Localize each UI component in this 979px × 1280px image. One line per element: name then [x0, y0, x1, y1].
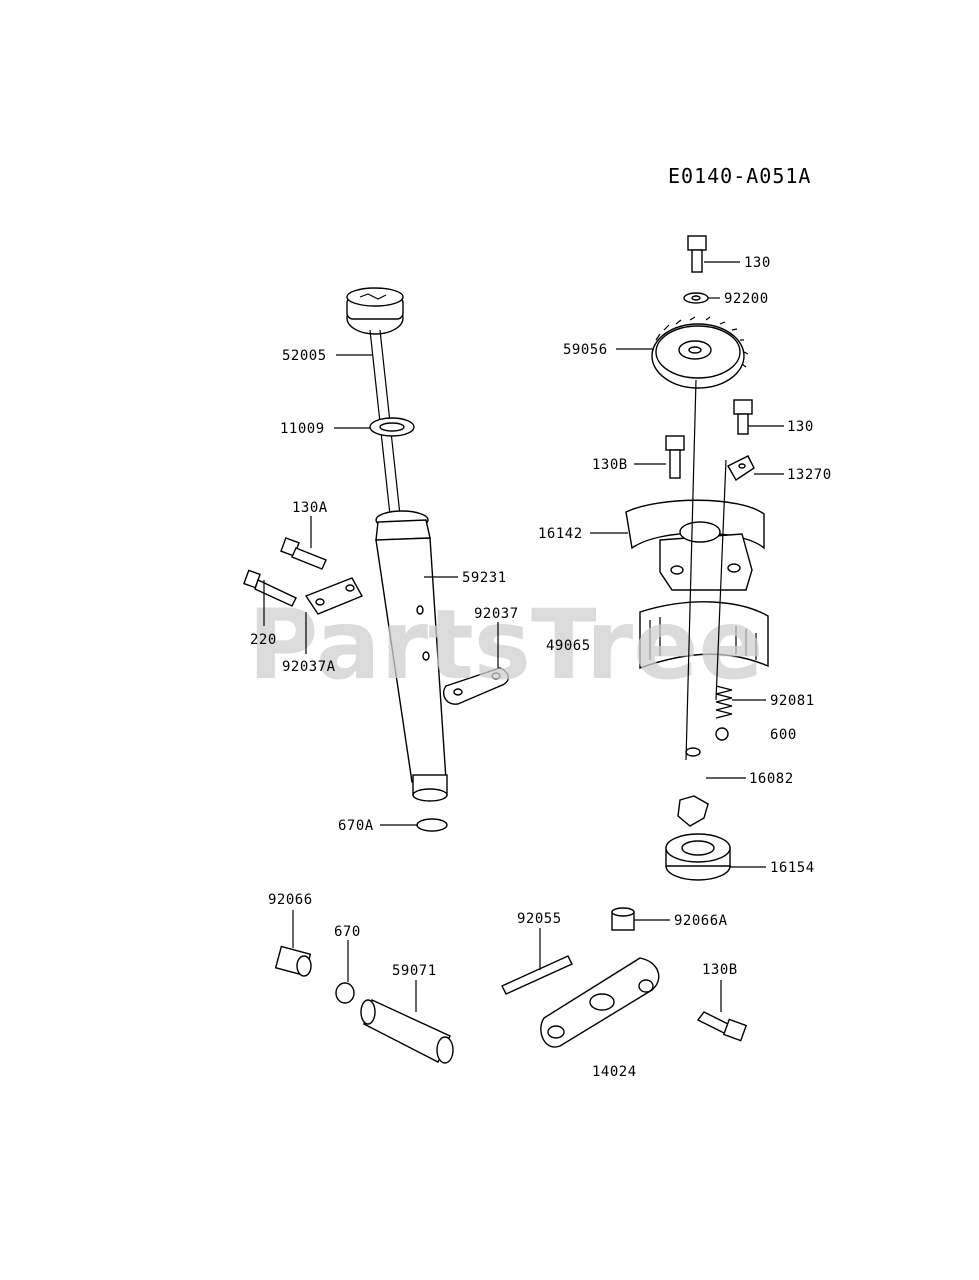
callout-92066A[interactable]: 92066A	[674, 913, 728, 929]
oil-filler-tube-59231[interactable]	[375, 510, 448, 802]
plate-13270[interactable]	[727, 455, 755, 481]
callout-670[interactable]: 670	[334, 924, 361, 940]
bolt-130A[interactable]	[280, 537, 327, 570]
watermark: PartsTree	[248, 589, 763, 701]
clamp-92037[interactable]	[442, 667, 509, 705]
outer-rotor-16154[interactable]	[665, 833, 731, 881]
bolt-130B-top[interactable]	[665, 435, 685, 479]
callout-92037A[interactable]: 92037A	[282, 659, 336, 675]
callout-59071[interactable]: 59071	[392, 963, 437, 979]
callout-14024[interactable]: 14024	[592, 1064, 637, 1080]
callout-13270[interactable]: 13270	[787, 467, 832, 483]
governor-gear-59056[interactable]	[651, 316, 749, 389]
callout-59056[interactable]: 59056	[563, 342, 608, 358]
callout-130B-top[interactable]: 130B	[592, 457, 628, 473]
callout-130B-bottom[interactable]: 130B	[702, 962, 738, 978]
callout-59231[interactable]: 59231	[462, 570, 507, 586]
bolt-220[interactable]	[243, 569, 297, 607]
o-ring-670A[interactable]	[416, 818, 448, 832]
callout-600[interactable]: 600	[770, 727, 797, 743]
plug-92066A[interactable]	[611, 907, 635, 931]
bracket-92037A[interactable]	[304, 577, 363, 615]
callout-130-top[interactable]: 130	[744, 255, 771, 271]
callout-49065[interactable]: 49065	[546, 638, 591, 654]
callout-92037[interactable]: 92037	[474, 606, 519, 622]
callout-670A[interactable]: 670A	[338, 818, 374, 834]
callout-16082[interactable]: 16082	[749, 771, 794, 787]
ball-600[interactable]	[715, 727, 729, 741]
callout-92066[interactable]: 92066	[268, 892, 313, 908]
plug-92066[interactable]	[274, 945, 312, 977]
callout-52005[interactable]: 52005	[282, 348, 327, 364]
callout-16142[interactable]: 16142	[538, 526, 583, 542]
callout-220[interactable]: 220	[250, 632, 277, 648]
pump-body-16142[interactable]	[625, 499, 765, 591]
inner-rotor[interactable]	[677, 795, 709, 827]
pipe-59071[interactable]	[360, 999, 454, 1064]
spring-92081[interactable]	[715, 685, 733, 719]
diagram-code: E0140-A051A	[668, 164, 811, 188]
callout-92081[interactable]: 92081	[770, 693, 815, 709]
callout-130A[interactable]: 130A	[292, 500, 328, 516]
dipstick-cap-52005[interactable]	[346, 287, 404, 335]
screen-49065[interactable]	[639, 601, 769, 669]
o-ring-670[interactable]	[335, 982, 355, 1004]
callout-11009[interactable]: 11009	[280, 421, 325, 437]
leader-lines	[263, 261, 784, 1012]
callout-16154[interactable]: 16154	[770, 860, 815, 876]
bolt-130-mid[interactable]	[733, 399, 753, 435]
callout-92055[interactable]: 92055	[517, 911, 562, 927]
callout-130-mid[interactable]: 130	[787, 419, 814, 435]
rod-92055[interactable]	[501, 955, 573, 995]
lever-14024[interactable]	[540, 957, 660, 1048]
bolt-130B-bottom[interactable]	[696, 1011, 748, 1042]
bolt-130-top[interactable]	[687, 235, 707, 273]
gasket-11009[interactable]	[369, 417, 415, 437]
washer-92200[interactable]	[683, 292, 709, 304]
callout-92200[interactable]: 92200	[724, 291, 769, 307]
washer-16082[interactable]	[685, 747, 701, 757]
